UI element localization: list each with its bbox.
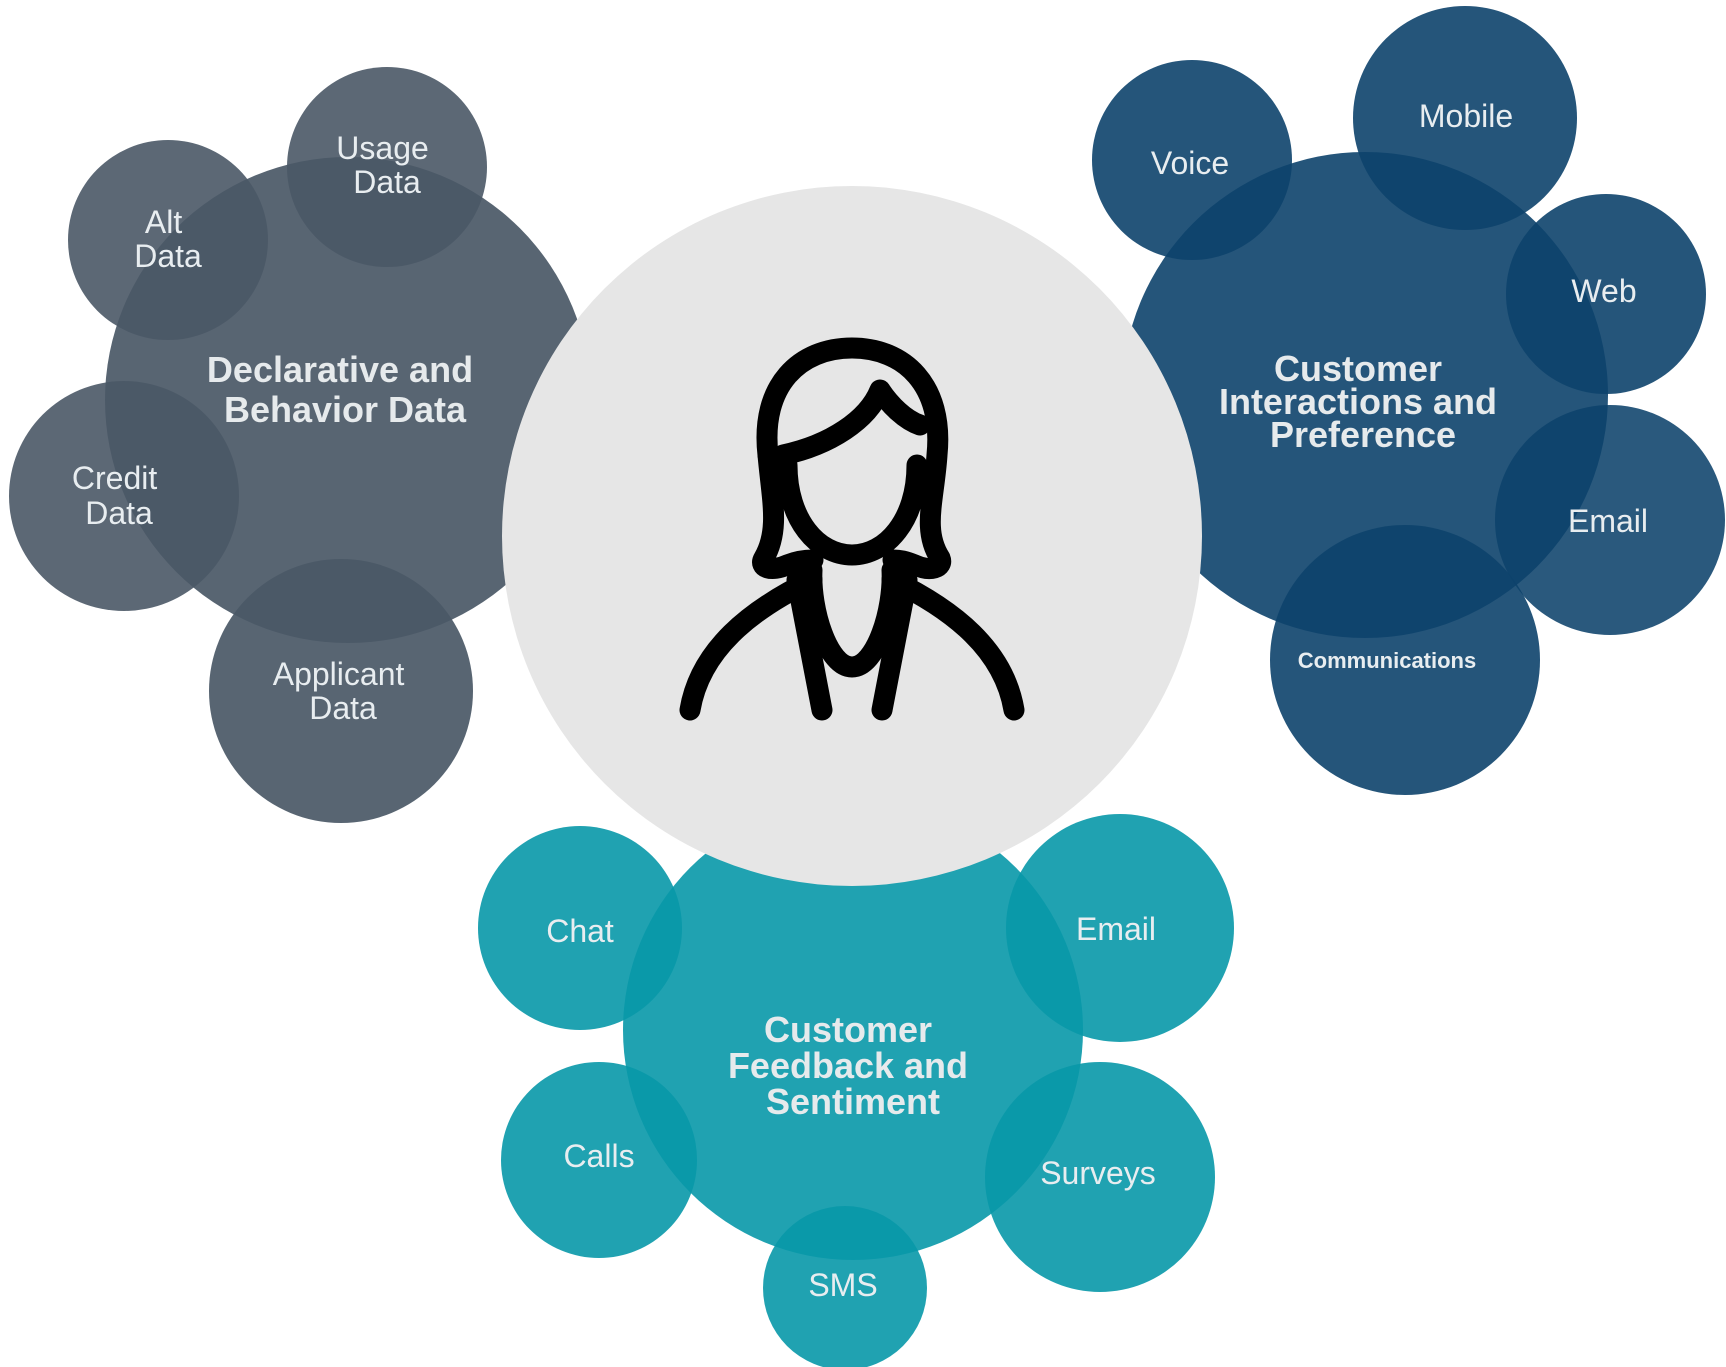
calls-label: Calls [563,1138,634,1174]
credit-data-bubble [9,381,239,611]
interactions-title: Customer Interactions and Preference [1219,348,1507,455]
communications-bubble [1270,525,1540,795]
interactions-main-circle [1122,152,1608,638]
surveys-label: Surveys [1040,1155,1156,1191]
center-customer [502,186,1202,886]
usage-data-label: Usage Data [336,130,437,200]
woman-user-icon [679,337,1025,721]
email-feedback-bubble [1006,814,1234,1042]
sms-label: SMS [808,1267,877,1303]
email-interaction-bubble [1495,405,1725,635]
voice-bubble [1092,60,1292,260]
mobile-bubble [1353,6,1577,230]
voice-label: Voice [1151,145,1229,181]
cluster-declarative-behavior: Declarative and Behavior Data Usage Data… [9,67,591,823]
calls-bubble [501,1062,697,1258]
applicant-data-bubble [209,559,473,823]
chat-bubble [478,826,682,1030]
chat-label: Chat [546,913,614,949]
cluster-interactions-preference: Customer Interactions and Preference Voi… [1092,6,1725,795]
web-bubble [1506,194,1706,394]
email-feedback-label: Email [1076,911,1156,947]
applicant-data-label: Applicant Data [273,656,414,726]
web-label: Web [1571,273,1636,309]
declarative-title: Declarative and Behavior Data [207,349,483,430]
sms-bubble [763,1206,927,1367]
credit-data-label: Credit Data [72,460,166,531]
feedback-title: Customer Feedback and Sentiment [728,1009,978,1122]
surveys-bubble [985,1062,1215,1292]
cluster-feedback-sentiment: Customer Feedback and Sentiment Chat Ema… [478,800,1234,1367]
feedback-main-circle [623,800,1083,1260]
center-circle [502,186,1202,886]
mobile-label: Mobile [1419,98,1513,134]
alt-data-bubble [68,140,268,340]
email-interaction-label: Email [1568,503,1648,539]
alt-data-label: Alt Data [134,204,202,274]
usage-data-bubble [287,67,487,267]
communications-label: Communications [1298,648,1476,673]
